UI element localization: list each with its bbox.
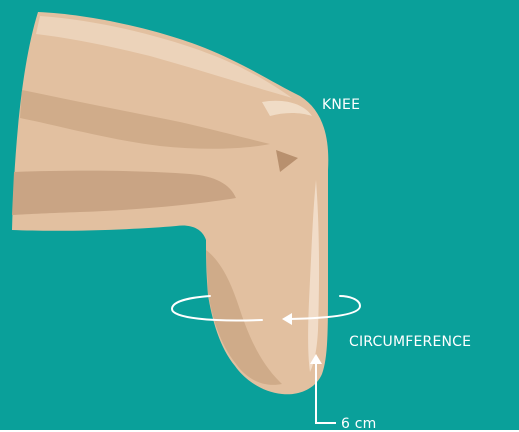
circumference-label: CIRCUMFERENCE [349,335,471,349]
distance-label: 6 cm [341,417,377,431]
knee-label: KNEE [322,98,360,112]
